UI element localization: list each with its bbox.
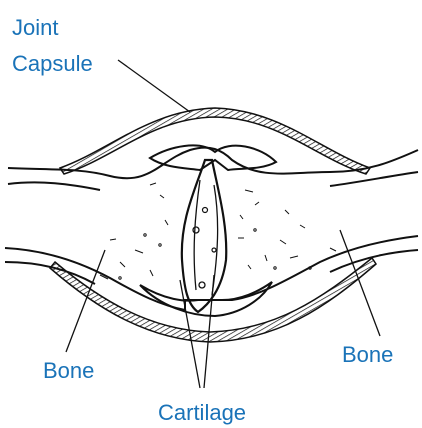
label-cartilage: Cartilage	[158, 400, 246, 426]
cartilage-column	[182, 160, 226, 312]
joint-capsule-upper	[60, 108, 370, 174]
label-bone-left: Bone	[43, 358, 94, 384]
label-bone-right: Bone	[342, 342, 393, 368]
leader-joint-capsule	[118, 60, 190, 112]
upper-bone-edge	[8, 172, 418, 190]
cartilage-lower	[140, 282, 272, 316]
label-joint-capsule: Joint Capsule	[12, 10, 122, 82]
